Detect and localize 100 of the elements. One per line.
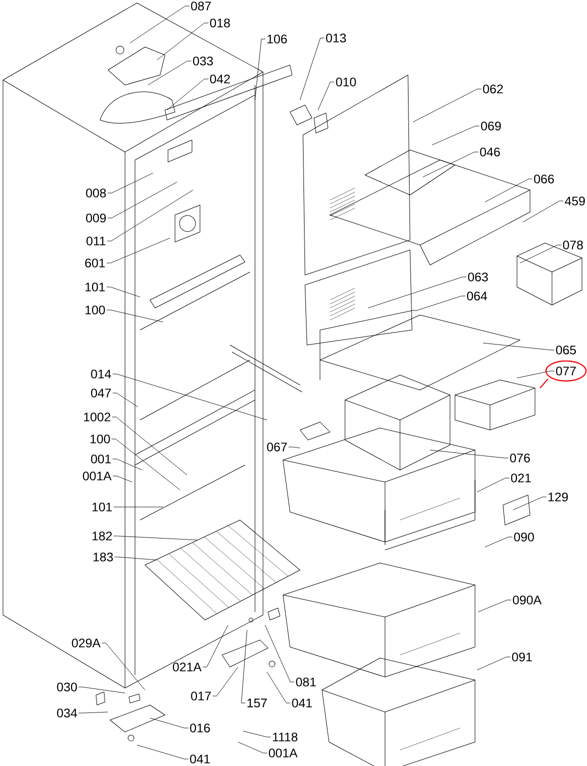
leader-line bbox=[241, 630, 248, 704]
callout-number: 029A bbox=[72, 638, 101, 648]
leader-line bbox=[522, 200, 564, 222]
callout-number: 091 bbox=[512, 652, 532, 662]
leader-line bbox=[106, 190, 194, 242]
callout-number: 1002 bbox=[84, 412, 110, 422]
leader-line bbox=[300, 38, 325, 100]
callout-number: 030 bbox=[57, 682, 77, 692]
callout-number: 047 bbox=[91, 388, 111, 398]
callout-number: 063 bbox=[468, 272, 488, 282]
callout-number: 106 bbox=[268, 34, 287, 44]
callout-number: 017 bbox=[191, 692, 211, 700]
callout-number: 087 bbox=[191, 2, 211, 10]
leader-line bbox=[512, 496, 547, 510]
leader-line bbox=[107, 172, 154, 194]
leader-line bbox=[112, 374, 268, 420]
leader-line bbox=[112, 458, 142, 470]
callout-number: 078 bbox=[563, 240, 583, 250]
callout-number: 014 bbox=[91, 370, 112, 378]
leader-line bbox=[212, 666, 238, 696]
leader-line bbox=[484, 536, 513, 548]
callout-number: 077 bbox=[556, 366, 576, 376]
leader-line bbox=[238, 742, 268, 754]
callout-number: 601 bbox=[85, 258, 105, 268]
callout-number: 062 bbox=[483, 84, 503, 94]
callout-number: 018 bbox=[210, 18, 230, 28]
leader-line bbox=[516, 370, 555, 378]
leader-line bbox=[476, 478, 510, 492]
callout-number: 081 bbox=[296, 678, 316, 686]
leader-line bbox=[430, 450, 509, 458]
leader-line bbox=[107, 182, 178, 218]
callout-number: 101 bbox=[92, 502, 112, 512]
leader-line bbox=[156, 22, 209, 60]
callout-number: 100 bbox=[90, 434, 110, 444]
leader-line bbox=[166, 78, 209, 110]
leader-line bbox=[148, 60, 192, 86]
leader-line bbox=[106, 310, 164, 322]
callout-number: 076 bbox=[510, 454, 530, 462]
leader-line bbox=[113, 506, 164, 508]
callout-number: 016 bbox=[190, 724, 210, 732]
leader-line bbox=[476, 656, 511, 670]
leader-line bbox=[136, 744, 189, 760]
callout-number: 001A bbox=[82, 472, 112, 480]
leader-line bbox=[264, 624, 295, 682]
callout-number: 009 bbox=[86, 214, 106, 222]
leader-line bbox=[112, 392, 138, 408]
leader-line bbox=[112, 416, 188, 476]
callout-number: 010 bbox=[336, 78, 356, 86]
callout-number: 101 bbox=[86, 282, 105, 292]
leader-line bbox=[432, 126, 480, 146]
callout-number: 046 bbox=[480, 148, 500, 156]
leader-line bbox=[478, 600, 512, 612]
callout-number: 021 bbox=[511, 474, 531, 482]
callout-number: 033 bbox=[193, 56, 213, 66]
callout-number: 001A bbox=[268, 748, 298, 758]
leader-line bbox=[111, 438, 180, 490]
callout-number: 064 bbox=[467, 292, 488, 300]
callout-number: 008 bbox=[86, 188, 106, 198]
leader-line bbox=[254, 38, 266, 100]
callout-number: 129 bbox=[548, 492, 568, 502]
leader-line bbox=[288, 446, 300, 448]
leader-line bbox=[150, 718, 189, 728]
leader-line bbox=[318, 82, 335, 110]
callout-number: 090A bbox=[512, 596, 542, 604]
callout-number: 041 bbox=[292, 698, 312, 708]
callout-number: 183 bbox=[94, 552, 113, 562]
leader-line bbox=[112, 476, 132, 482]
callout-number: 034 bbox=[57, 708, 78, 718]
callout-number: 100 bbox=[86, 306, 105, 314]
leader-line bbox=[368, 276, 467, 308]
callout-number: 067 bbox=[267, 442, 287, 452]
leader-line bbox=[412, 88, 482, 122]
callout-number: 041 bbox=[190, 754, 210, 764]
callout-number: 182 bbox=[92, 532, 112, 540]
callout-number: 066 bbox=[534, 174, 554, 184]
callout-number: 042 bbox=[210, 74, 230, 84]
leader-line bbox=[484, 178, 533, 202]
callout-number: 090 bbox=[514, 532, 534, 542]
leader-line bbox=[78, 712, 108, 714]
callout-number: 001 bbox=[91, 454, 111, 464]
leader-line bbox=[202, 624, 228, 668]
leader-line bbox=[414, 296, 466, 312]
callout-number: 069 bbox=[481, 122, 501, 130]
leader-line bbox=[114, 556, 158, 560]
leader-line bbox=[520, 244, 562, 264]
leader-line bbox=[422, 152, 479, 178]
leader-line bbox=[130, 6, 190, 44]
callout-number: 157 bbox=[248, 698, 267, 708]
leader-line bbox=[482, 342, 555, 350]
leader-line bbox=[106, 286, 140, 298]
leader-line bbox=[78, 686, 126, 694]
leader-line bbox=[106, 238, 170, 264]
leader-line bbox=[266, 672, 291, 704]
leader-line bbox=[242, 730, 272, 738]
callout-number: 459 bbox=[564, 196, 585, 206]
leader-line bbox=[102, 642, 146, 690]
callout-number: 013 bbox=[326, 34, 346, 42]
callout-number: 1118 bbox=[272, 732, 298, 742]
callout-number: 011 bbox=[86, 236, 106, 246]
callout-number: 065 bbox=[556, 346, 576, 354]
